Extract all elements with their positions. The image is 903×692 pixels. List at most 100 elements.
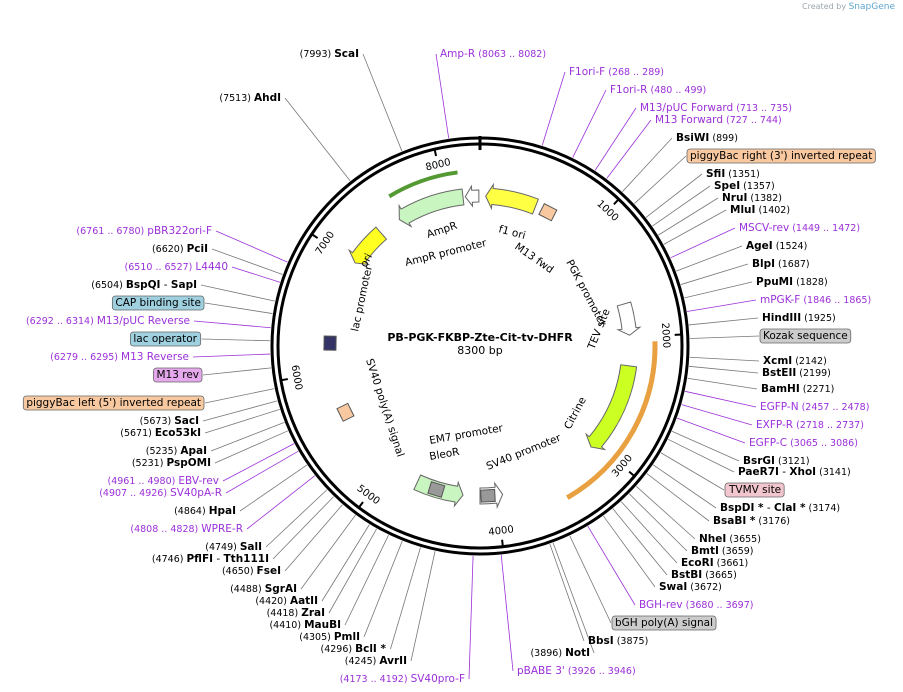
label-range: (1846 .. 1865) — [800, 295, 871, 306]
label-text: BlpI (1687) — [752, 258, 810, 270]
label-range: (2718 .. 2737) — [793, 420, 864, 431]
label-name: XcmI — [763, 355, 792, 367]
label-box — [22, 395, 205, 411]
leader-line — [344, 534, 389, 626]
label-bgh-rev: BGH-rev (3680 .. 3697) — [639, 599, 753, 611]
leader-line — [284, 504, 343, 572]
label-range: (3065 .. 3086) — [787, 438, 858, 449]
label-position: (4420) — [255, 596, 290, 607]
label-text: (4961 .. 4980) EBV-rev — [107, 475, 219, 487]
label-pbr322ori-f: (6761 .. 6780) pBR322ori-F — [76, 225, 212, 237]
label-name: BclI * — [355, 643, 386, 655]
label-nrui: NruI (1382) — [722, 192, 782, 204]
f1-ori-arrow — [485, 182, 540, 215]
label-zrai: (4418) ZraI — [267, 607, 325, 619]
label-position: (3896) — [530, 648, 565, 659]
feature-m13-fwd: M13 fwd — [512, 241, 555, 276]
label-text: (3896) NotI — [530, 647, 590, 659]
label-text: (6510 .. 6527) L4440 — [125, 261, 228, 273]
label-hindiii: HindIII (1925) — [762, 312, 836, 324]
label-name: MluI — [730, 204, 755, 216]
label-name: BspQI — [126, 279, 161, 291]
leader-line — [646, 473, 710, 522]
leader-line — [321, 524, 370, 602]
label-bsabi: BsaBI * (3176) — [713, 515, 790, 527]
leader-line — [572, 89, 607, 158]
label-name: SfiI — [706, 168, 725, 180]
leader-line — [689, 356, 760, 362]
label-box — [686, 148, 876, 164]
label-name: piggyBac left (5') inverted repeat — [26, 397, 201, 409]
feature-tev-site: TEV site — [585, 307, 612, 352]
leader-line — [541, 71, 566, 146]
feature-lac-promoter: lac promoter — [349, 264, 375, 333]
leader-line — [210, 421, 285, 452]
label-name: EBV-rev — [178, 475, 219, 487]
leader-line — [606, 119, 652, 179]
label-lac-operator: lac operator — [129, 331, 202, 347]
leader-line — [687, 299, 757, 312]
leader-lines — [192, 53, 760, 680]
label-exfp-r: EXFP-R (2718 .. 2737) — [756, 419, 864, 431]
ampr-promoter-arrow — [464, 184, 480, 208]
leader-line — [587, 525, 636, 606]
tick-mark — [280, 378, 288, 382]
label-text: (4808 .. 4828) WPRE-R — [130, 523, 243, 535]
label-text: BstBI (3665) — [671, 569, 737, 581]
leader-line — [549, 543, 585, 642]
label-text: Kozak sequence — [763, 330, 848, 342]
feature-citrine: Citrine — [562, 395, 589, 431]
leader-line — [202, 400, 278, 422]
label-xcmi: XcmI (2142) — [763, 355, 827, 367]
label-position: (4488) — [230, 584, 265, 595]
label-name: L4440 — [195, 261, 228, 273]
label-name: SwaI — [659, 581, 687, 593]
label-bamhi: BamHI (2271) — [761, 383, 834, 395]
label-egfp-n: EGFP-N (2457 .. 2478) — [760, 401, 869, 413]
label-name: EGFP-C — [749, 437, 787, 449]
leader-line — [468, 555, 474, 680]
label-position: (5235) — [146, 446, 181, 457]
label-text: BstEII (2199) — [762, 367, 831, 379]
tick-mark — [501, 539, 504, 547]
label-text: SwaI (3672) — [659, 581, 722, 593]
label-name: M13 rev — [156, 369, 199, 381]
label-text: MluI (1402) — [730, 204, 790, 216]
label-range: (1449 .. 1472) — [789, 223, 860, 234]
label-name: BlpI — [752, 258, 775, 270]
leader-line — [636, 485, 696, 540]
leader-line — [680, 263, 749, 285]
label-text: (4245) AvrII — [345, 655, 407, 667]
tick-mark — [311, 233, 319, 239]
label-range: (4907 .. 4926) — [99, 488, 170, 499]
label-position: (3655) — [726, 534, 761, 545]
label-range: (3926 .. 3946) — [565, 666, 636, 677]
label-position: (4749) — [205, 542, 240, 553]
label-position: (4864) — [174, 506, 209, 517]
label-name: pBABE 3' — [517, 665, 565, 677]
label-name: FseI — [257, 565, 281, 577]
label-tvmv: TVMV site — [724, 482, 785, 498]
label-box — [724, 482, 785, 498]
leader-line — [688, 365, 759, 374]
leader-line — [215, 230, 288, 263]
label-name: M13 Reverse — [121, 351, 189, 363]
label-scai: (7993) ScaI — [300, 48, 359, 60]
label-text: (4907 .. 4926) SV40pA-R — [99, 487, 222, 499]
label-text: (6761 .. 6780) pBR322ori-F — [76, 225, 212, 237]
label-range: (4173 .. 4192) — [340, 674, 411, 685]
label-bcli: (4296) BclI * — [321, 643, 387, 655]
label-ppumi: PpuMI (1828) — [756, 276, 828, 288]
label-name: BmtI — [691, 545, 719, 557]
leader-line — [658, 197, 719, 236]
label-text: PpuMI (1828) — [756, 276, 828, 288]
label-position: (3659) — [719, 546, 754, 557]
leader-line — [687, 377, 758, 390]
label-text: (6279 .. 6295) M13 Reverse — [50, 351, 189, 363]
label-text: (4410) MauBI — [269, 619, 341, 631]
tick-label: 2000 — [659, 322, 671, 348]
label-position: (5671) — [120, 428, 155, 439]
tick-mark — [628, 470, 636, 477]
label-blpi: BlpI (1687) — [752, 258, 810, 270]
label-nhei: NheI (3655) — [699, 533, 761, 545]
